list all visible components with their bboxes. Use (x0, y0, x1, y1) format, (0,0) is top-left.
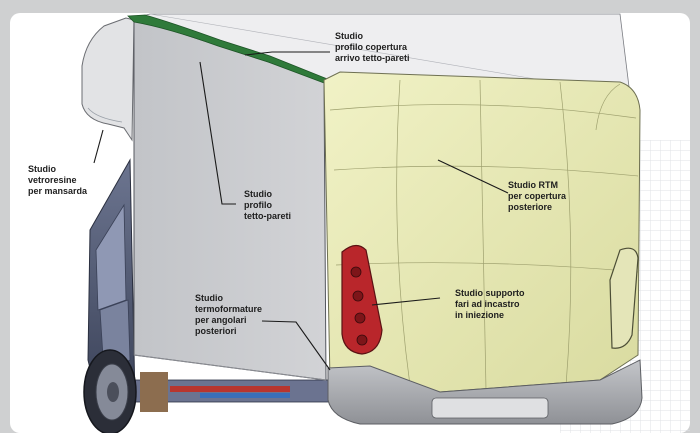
leader-corner-thermoforming (261, 320, 331, 371)
cab-chassis (87, 158, 331, 412)
label-corner-thermoforming: Studio termoformature per angolari poste… (195, 293, 263, 336)
label-loft-fiberglass: Studio vetroresine per mansarda (28, 164, 88, 196)
label-rtm-rear-cover: Studio RTM per copertura posteriore (508, 180, 567, 212)
left-rear-lamp (341, 244, 383, 355)
leader-roof-wall-profile (244, 51, 330, 56)
front-wheel (83, 349, 137, 433)
leader-lines (93, 51, 509, 371)
label-wall-roof-profile: Studio profilo tetto-pareti (244, 189, 291, 221)
rear-panel-wireframe (329, 79, 639, 391)
loft-cap (81, 17, 135, 142)
label-roof-wall-profile: Studio profilo copertura arrivo tetto-pa… (335, 31, 410, 63)
leader-lamp-support (371, 297, 441, 306)
label-lamp-support: Studio supporto fari ad incastro in inie… (455, 288, 525, 320)
leader-wall-roof-profile (199, 61, 236, 205)
leader-loft-fiberglass (93, 129, 104, 164)
right-rear-lamp (609, 247, 639, 349)
leader-rtm-rear-cover (437, 159, 509, 194)
rear-bumper (327, 359, 643, 425)
